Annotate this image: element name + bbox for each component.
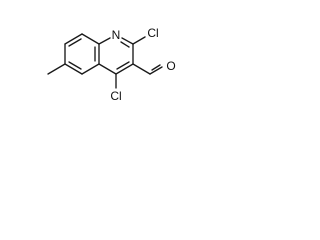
double-bond-c5-c6-inner <box>68 61 82 70</box>
chemical-structure-canvas: N Cl Cl O <box>0 0 208 113</box>
atom-label-n1: N <box>112 28 121 42</box>
bond-cho-o <box>149 66 163 75</box>
double-bond-n1-c2-inner <box>120 41 130 48</box>
molecule-drawing: N Cl Cl O <box>47 26 176 103</box>
atom-label-cl-2: Cl <box>147 26 158 40</box>
bond-c6-methyl <box>47 63 66 75</box>
bond-c8-c8a <box>81 33 100 45</box>
bond-n1-c2 <box>121 37 134 45</box>
bond-c2-cl <box>132 36 146 45</box>
atom-label-cl-4: Cl <box>110 89 121 103</box>
bond-c3-c4 <box>115 63 134 75</box>
double-bond-c7-c8-inner <box>68 38 82 47</box>
bond-c4-c4a <box>98 63 117 75</box>
bond-c7-c8 <box>64 33 83 45</box>
bond-c8a-n1 <box>98 37 111 45</box>
bond-c4a-c5 <box>81 63 100 75</box>
bond-c3-cho <box>132 63 151 75</box>
double-bond-c3-c4-inner <box>116 61 130 70</box>
atom-label-o: O <box>166 59 175 73</box>
bond-c5-c6 <box>64 63 83 75</box>
double-bond-cho-o-inner <box>151 64 161 71</box>
